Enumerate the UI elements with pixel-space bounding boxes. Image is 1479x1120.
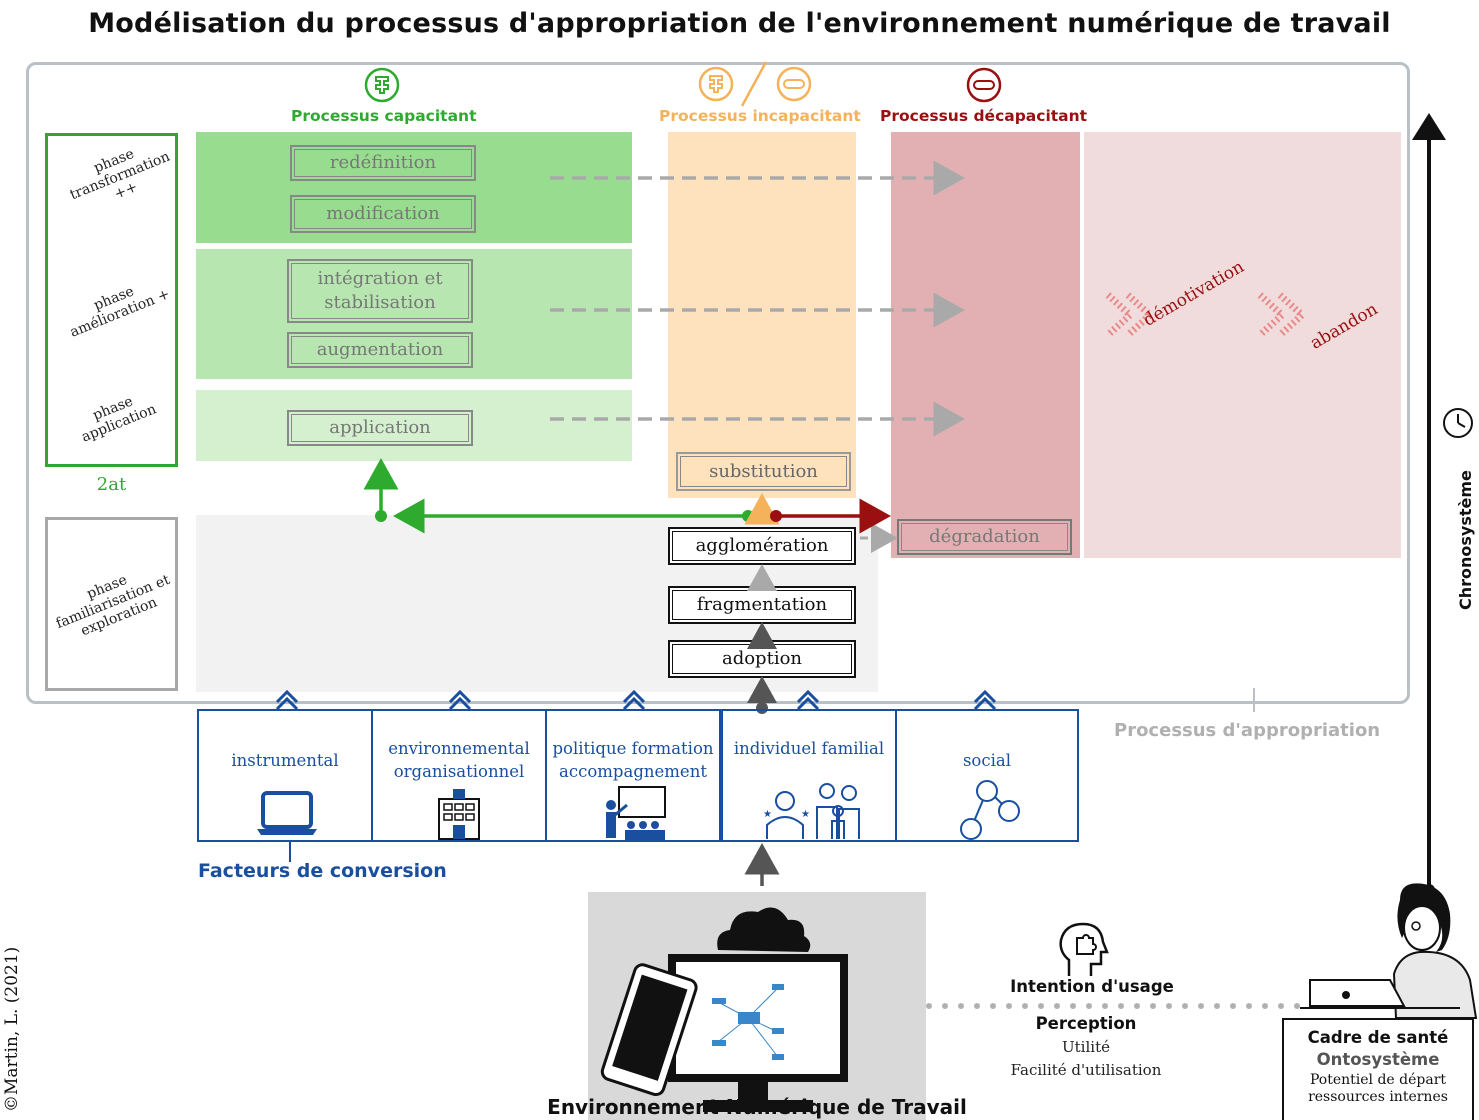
minus-icon: [966, 67, 1002, 103]
svg-text:★: ★: [801, 809, 810, 820]
factor-instrumental: instrumental: [197, 709, 373, 842]
header-incapacitant: Processus incapacitant: [659, 107, 861, 125]
band-application: [196, 390, 632, 461]
plus-minus-icon: [698, 61, 812, 107]
social-network-icon: [960, 780, 1020, 840]
factor-environnemental: environnemental organisationnel: [371, 709, 547, 842]
head-puzzle-icon: [1059, 922, 1109, 976]
band-decapacitant: [891, 132, 1080, 558]
step-modification: modification: [290, 195, 476, 233]
clock-icon: [1443, 408, 1473, 438]
factor-politique: politique formation accompagnement: [545, 709, 721, 842]
perception-utilite: Utilité: [1062, 1038, 1110, 1056]
band-amelioration: [196, 249, 632, 379]
family-icon: ★ ★: [763, 783, 860, 839]
laptop-icon: [257, 791, 317, 835]
header-capacitant: Processus capacitant: [291, 107, 477, 125]
phase-familiarisation-box: [45, 517, 178, 691]
factor-label: politique formation accompagnement: [552, 739, 714, 781]
appropriation-label: Processus d'appropriation: [1114, 720, 1381, 741]
factor-individuel: individuel familial ★ ★: [721, 709, 897, 842]
cadre-onto: Ontosystème: [1316, 1050, 1440, 1069]
phase-group-box: [45, 133, 178, 467]
phase-group-label: 2at: [96, 474, 127, 495]
step-augmentation: augmentation: [287, 332, 473, 368]
header-decapacitant: Processus décapacitant: [880, 107, 1088, 125]
perception-title: Perception: [1035, 1014, 1137, 1033]
chronosysteme-label: Chronosystème: [1456, 470, 1475, 610]
nurse-figure-icon: [1300, 883, 1478, 1019]
step-agglomeration: agglomération: [668, 527, 856, 565]
step-redefinition: redéfinition: [290, 145, 476, 181]
hospital-building-icon: [438, 789, 480, 840]
cadre-title: Cadre de santé: [1307, 1028, 1449, 1047]
factor-chevrons: [275, 689, 997, 711]
perception-facilite: Facilité d'utilisation: [1010, 1061, 1162, 1079]
band-incapacitant: [668, 132, 856, 498]
page-title: Modélisation du processus d'appropriatio…: [88, 8, 1391, 39]
factor-label: instrumental: [231, 751, 339, 770]
factor-label: environnemental organisationnel: [388, 739, 530, 781]
step-degradation: dégradation: [897, 519, 1072, 555]
ent-screen-icon: [600, 907, 848, 1112]
factor-social: social: [895, 709, 1079, 842]
step-integration: intégration et stabilisation: [287, 259, 473, 323]
intention-title: Intention d'usage: [1010, 977, 1174, 996]
step-substitution: substitution: [676, 452, 851, 491]
factors-title: Facteurs de conversion: [198, 860, 447, 882]
factor-label: individuel familial: [733, 739, 885, 758]
cadre-line2: ressources internes: [1308, 1089, 1448, 1105]
factor-label: social: [962, 751, 1012, 770]
band-abandon: [1084, 132, 1401, 558]
ent-label: Environnement Numérique de Travail: [547, 1095, 967, 1119]
plus-icon: [364, 67, 400, 103]
teaching-icon: [606, 786, 666, 840]
svg-text:★: ★: [763, 809, 772, 820]
cadre-box: Cadre de santé Ontosystème Potentiel de …: [1282, 1018, 1474, 1120]
cadre-line1: Potentiel de départ: [1309, 1072, 1447, 1088]
band-transformation: [196, 132, 632, 243]
copyright: ©Martin, L. (2021): [2, 946, 22, 1112]
step-application: application: [287, 410, 473, 446]
